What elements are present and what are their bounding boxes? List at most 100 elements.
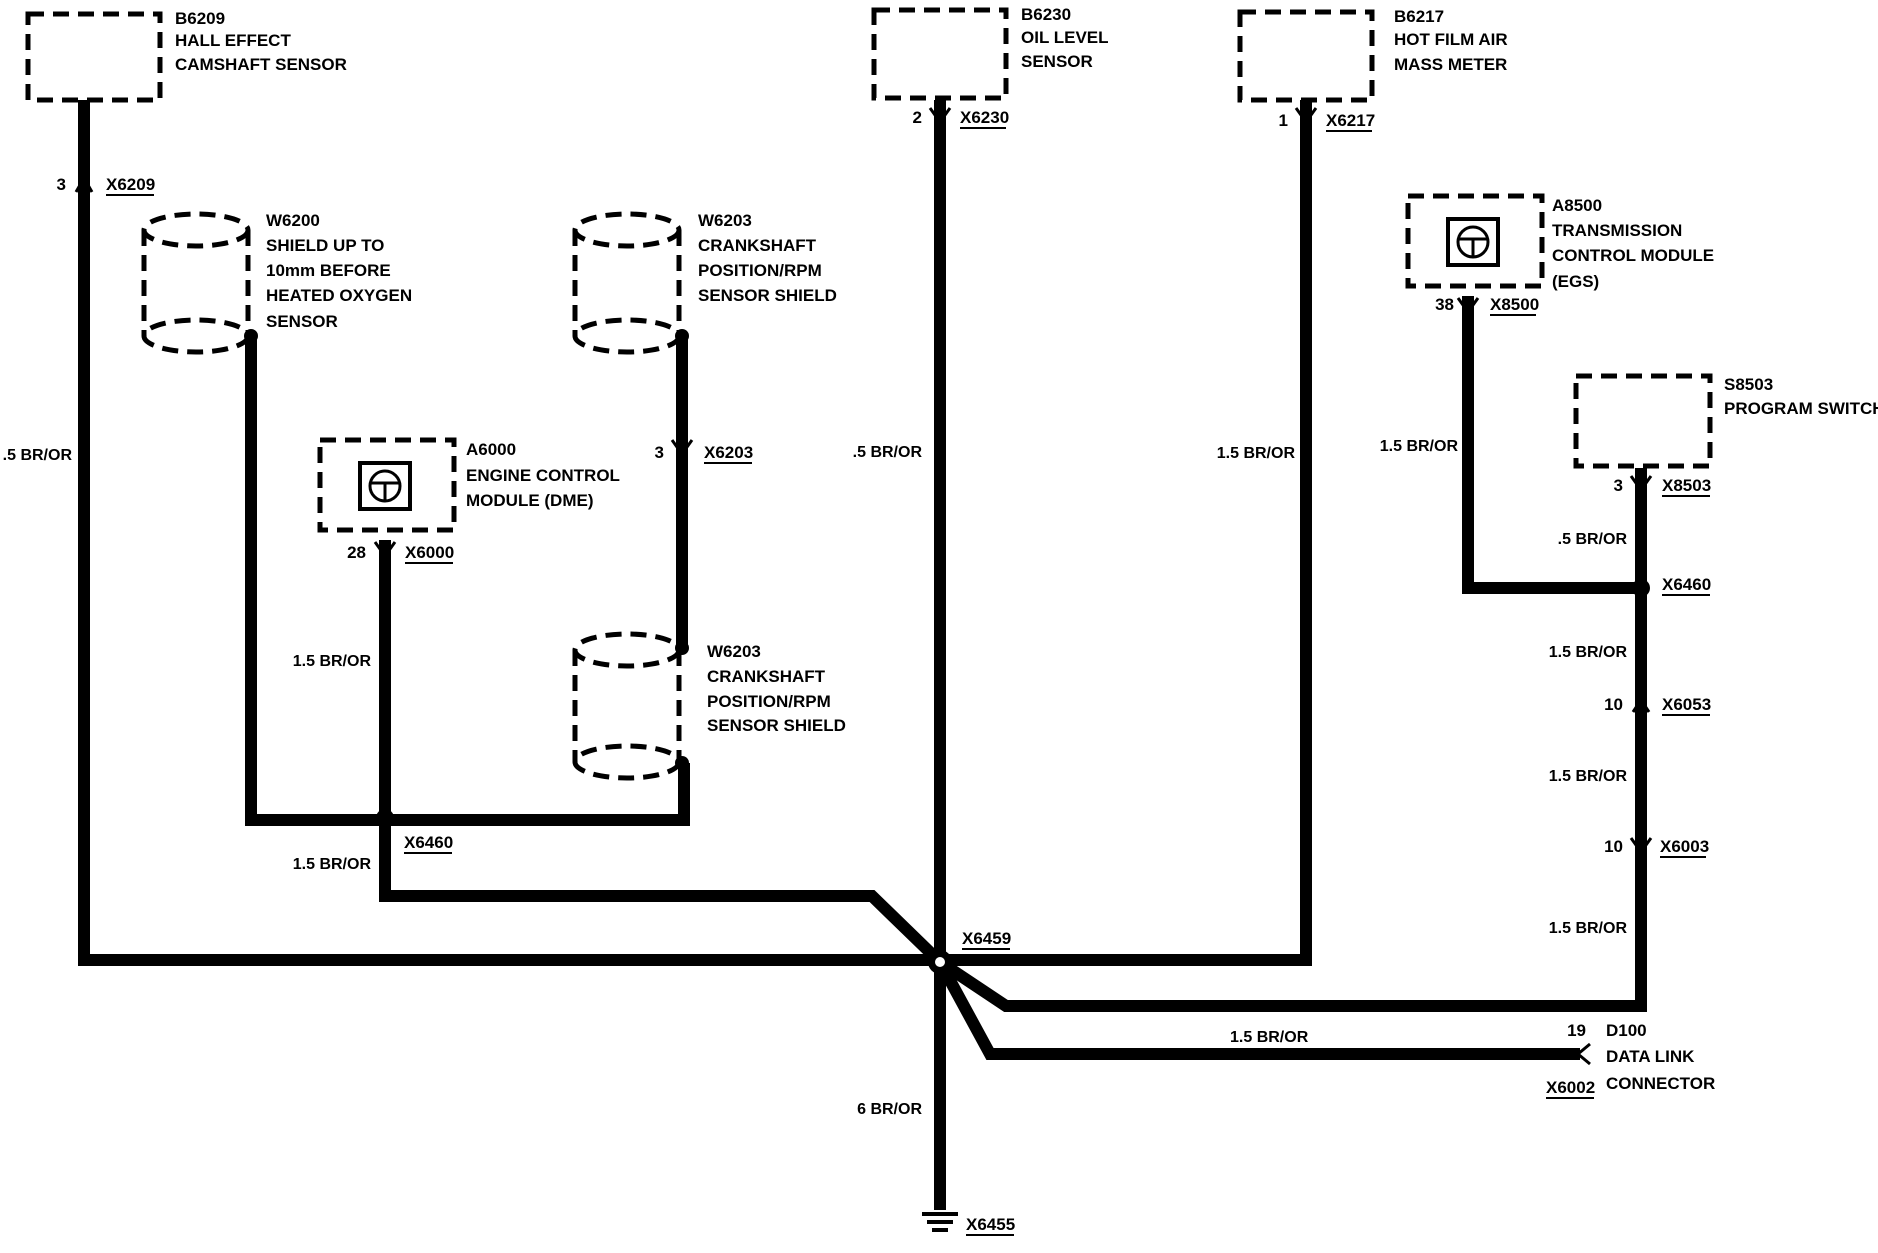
wire-air-mass — [940, 100, 1312, 966]
w6203-bottom-line1: CRANKSHAFT — [707, 667, 826, 686]
x6460-left-name: X6460 — [404, 833, 453, 852]
a6000-id: A6000 — [466, 440, 516, 459]
connector-arrow-x8503 — [1629, 475, 1653, 493]
b6217-line1: HOT FILM AIR — [1394, 30, 1508, 49]
wire-labels: .5 BR/OR .5 BR/OR 1.5 BR/OR 1.5 BR/OR 1.… — [3, 438, 1628, 1118]
x6209-pin: 3 — [57, 175, 66, 194]
x6003-name: X6003 — [1660, 837, 1709, 856]
b6230-id: B6230 — [1021, 5, 1071, 24]
w6200-line4: SENSOR — [266, 312, 338, 331]
connector-arrow-x6003 — [1629, 837, 1653, 855]
x6230-pin: 2 — [913, 108, 922, 127]
wire-tcm — [1462, 296, 1641, 594]
shield-cylinder-w6203-top — [572, 211, 682, 355]
wire-label-air-mass: 1.5 BR/OR — [1217, 445, 1296, 462]
x6053-name: X6053 — [1662, 695, 1711, 714]
a8500-id: A8500 — [1552, 196, 1602, 215]
wire-label-ecm: 1.5 BR/OR — [293, 653, 372, 670]
w6200-line1: SHIELD UP TO — [266, 236, 384, 255]
x6002-pin: 19 — [1567, 1021, 1586, 1040]
label-b6230: B6230 OIL LEVEL SENSOR — [1021, 5, 1109, 71]
x8500-name: X8500 — [1490, 295, 1539, 314]
wire-label-x6460-x6053: 1.5 BR/OR — [1549, 644, 1628, 661]
x8503-name: X8503 — [1662, 476, 1711, 495]
module-icon — [1446, 217, 1500, 267]
label-a8500: A8500 TRANSMISSION CONTROL MODULE (EGS) — [1552, 196, 1714, 291]
b6230-line1: OIL LEVEL — [1021, 28, 1109, 47]
connector-arrow-x6209 — [74, 174, 94, 193]
wire-label-oil-level: .5 BR/OR — [853, 444, 923, 461]
x6000-name: X6000 — [405, 543, 454, 562]
w6203-bottom-line3: SENSOR SHIELD — [707, 716, 846, 735]
x6003-pin: 10 — [1604, 837, 1623, 856]
splice-x6460-right-dot — [1632, 579, 1650, 597]
ground-icon — [922, 1212, 958, 1232]
connector-arrow-x6053 — [1631, 697, 1651, 713]
box-a8500 — [1405, 193, 1545, 289]
s8503-id: S8503 — [1724, 375, 1773, 394]
splice-dots — [244, 329, 1650, 974]
w6200-line3: HEATED OXYGEN — [266, 286, 412, 305]
box-b6209 — [25, 11, 163, 103]
x8500-pin: 38 — [1435, 295, 1454, 314]
connector-arrow-x8500 — [1456, 297, 1480, 315]
label-w6203-bottom: W6203 CRANKSHAFT POSITION/RPM SENSOR SHI… — [707, 642, 846, 735]
a8500-line2: CONTROL MODULE — [1552, 246, 1714, 265]
w6203-top-id: W6203 — [698, 211, 752, 230]
wire-label-x6003-splice: 1.5 BR/OR — [1549, 920, 1628, 937]
connector-arrow-x6000 — [373, 541, 397, 559]
d100-id: D100 — [1606, 1021, 1647, 1040]
connector-labels: 3 X6209 2 X6230 1 X6217 38 X8500 3 X6203… — [57, 108, 1711, 1236]
x6455-name: X6455 — [966, 1215, 1015, 1234]
x6053-pin: 10 — [1604, 695, 1623, 714]
label-a6000: A6000 ENGINE CONTROL MODULE (DME) — [466, 440, 620, 510]
wire-label-ground: 6 BR/OR — [857, 1101, 922, 1118]
x6217-name: X6217 — [1326, 111, 1375, 130]
wire-label-splice-left: 1.5 BR/OR — [293, 856, 372, 873]
module-icon — [358, 461, 412, 511]
wire-label-data-link: 1.5 BR/OR — [1230, 1029, 1309, 1046]
b6230-line2: SENSOR — [1021, 52, 1093, 71]
b6209-id: B6209 — [175, 9, 225, 28]
a6000-line2: MODULE (DME) — [466, 491, 593, 510]
a8500-line1: TRANSMISSION — [1552, 221, 1682, 240]
wire-label-camshaft: .5 BR/OR — [3, 447, 73, 464]
x6203-name: X6203 — [704, 443, 753, 462]
x6000-pin: 28 — [347, 543, 366, 562]
x6230-name: X6230 — [960, 108, 1009, 127]
box-s8503 — [1573, 373, 1713, 469]
w6203-top-line3: SENSOR SHIELD — [698, 286, 837, 305]
splice-x6460-left-dot — [376, 809, 394, 827]
box-b6217 — [1237, 9, 1375, 103]
connector-arrow-x6002 — [1575, 1042, 1591, 1066]
label-b6209: B6209 HALL EFFECT CAMSHAFT SENSOR — [175, 9, 347, 74]
wire-oxygen-shield — [245, 336, 690, 826]
connector-arrow-x6217 — [1294, 107, 1318, 125]
label-w6203-top: W6203 CRANKSHAFT POSITION/RPM SENSOR SHI… — [698, 211, 837, 305]
b6217-line2: MASS METER — [1394, 55, 1507, 74]
shield-cylinder-w6203-bottom — [572, 631, 682, 781]
s8503-line1: PROGRAM SWITCH — [1724, 399, 1878, 418]
w6203-top-line2: POSITION/RPM — [698, 261, 822, 280]
w6200-line2: 10mm BEFORE — [266, 261, 391, 280]
x6460-right-name: X6460 — [1662, 575, 1711, 594]
x6209-name: X6209 — [106, 175, 155, 194]
wire-splice-left — [379, 818, 945, 967]
label-w6200: W6200 SHIELD UP TO 10mm BEFORE HEATED OX… — [266, 211, 412, 331]
box-a6000 — [317, 437, 457, 533]
wire-label-program-switch: .5 BR/OR — [1558, 531, 1628, 548]
connector-arrow-x6230 — [928, 107, 952, 125]
a8500-line3: (EGS) — [1552, 272, 1599, 291]
x6002-name: X6002 — [1546, 1078, 1595, 1097]
x6203-pin: 3 — [655, 443, 664, 462]
label-d100: D100 DATA LINK CONNECTOR — [1606, 1021, 1715, 1093]
box-b6230 — [871, 7, 1009, 101]
w6203-top-line1: CRANKSHAFT — [698, 236, 817, 255]
d100-line2: CONNECTOR — [1606, 1074, 1715, 1093]
b6209-line1: HALL EFFECT — [175, 31, 291, 50]
splice-x6459-dot-inner — [935, 957, 945, 967]
w6203-bottom-id: W6203 — [707, 642, 761, 661]
b6209-line2: CAMSHAFT SENSOR — [175, 55, 347, 74]
